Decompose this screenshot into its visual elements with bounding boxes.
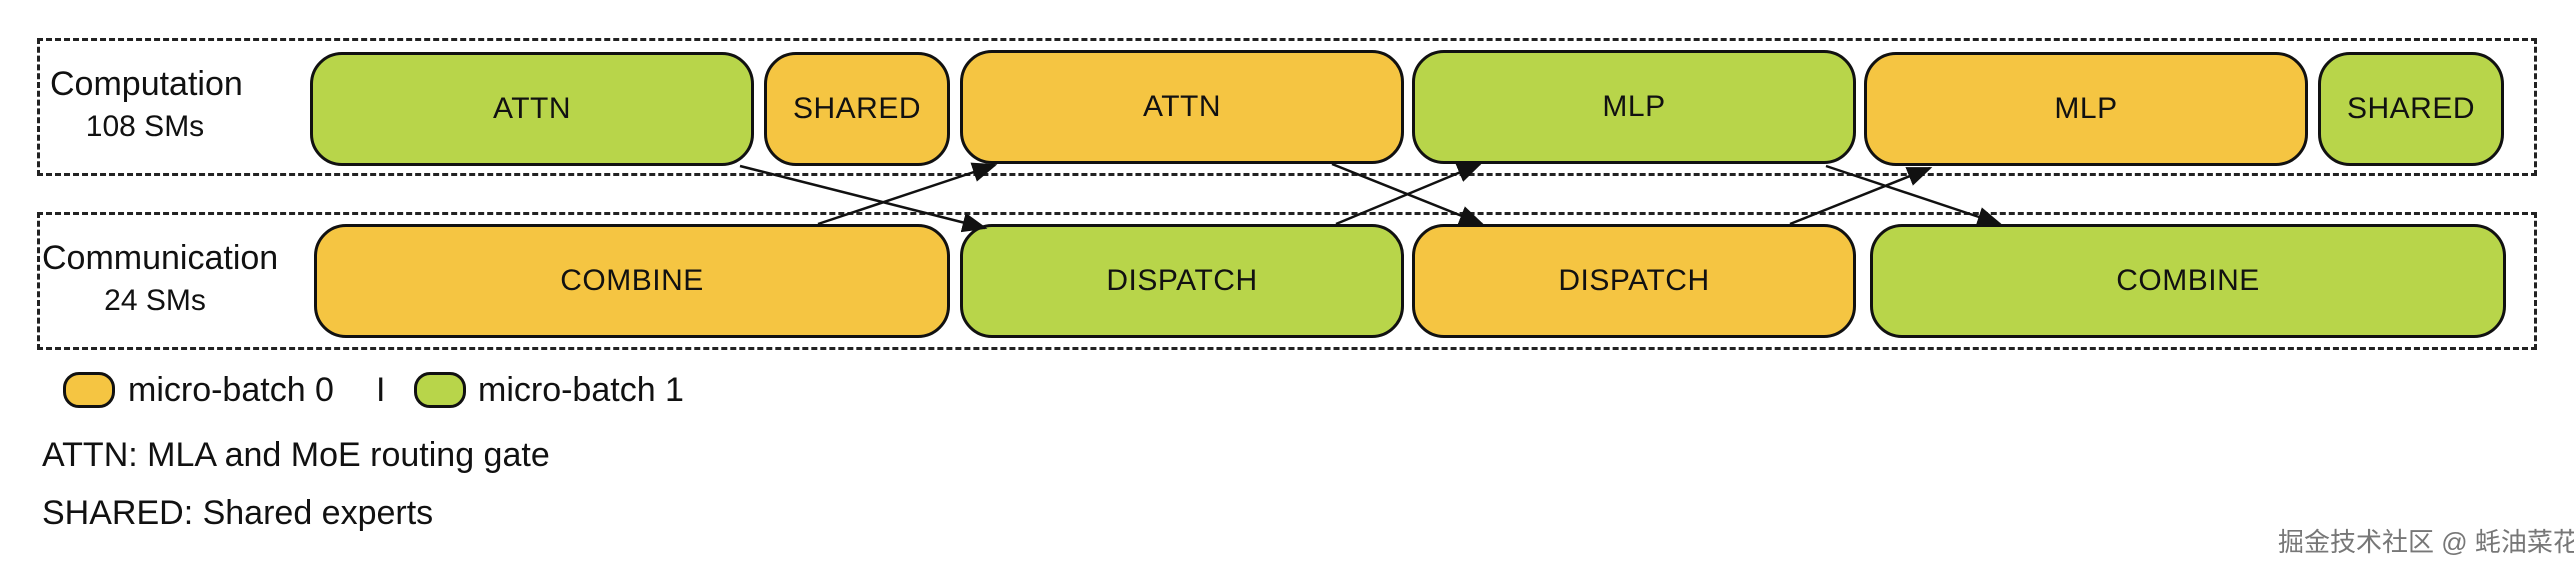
legend-swatch-micro-batch-0	[63, 372, 115, 408]
legend-label-micro-batch-0: micro-batch 0	[128, 371, 334, 409]
legend-swatch-micro-batch-1	[414, 372, 466, 408]
comp-block-attn-mb1: ATTN	[310, 52, 754, 166]
block-label: ATTN	[492, 92, 572, 125]
communication-sm-count: 24 SMs	[104, 284, 206, 317]
computation-sm-count: 108 SMs	[85, 110, 205, 143]
comm-block-dispatch-mb1: DISPATCH	[960, 224, 1404, 338]
block-label: DISPATCH	[1558, 264, 1710, 297]
communication-lane	[37, 212, 2537, 350]
communication-lane-label: Communication 24 SMs	[42, 236, 279, 322]
block-label: ATTN	[1142, 90, 1222, 123]
comp-block-mlp-mb0: MLP	[1864, 52, 2308, 166]
note-attn-definition: ATTN: MLA and MoE routing gate	[42, 436, 550, 474]
comp-block-shared-mb0: SHARED	[764, 52, 950, 166]
block-label: MLP	[2054, 92, 2118, 125]
computation-title: Computation	[50, 65, 243, 103]
comp-block-mlp-mb1: MLP	[1412, 50, 1856, 164]
comm-block-combine-mb1: COMBINE	[1870, 224, 2506, 338]
legend-separator: I	[376, 371, 386, 409]
computation-lane-label: Computation 108 SMs	[50, 62, 243, 148]
comp-block-shared-mb1: SHARED	[2318, 52, 2504, 166]
block-label: COMBINE	[2116, 264, 2260, 297]
computation-lane	[37, 38, 2537, 176]
block-label: DISPATCH	[1106, 264, 1258, 297]
comp-block-attn-mb0: ATTN	[960, 50, 1404, 164]
note-shared-definition: SHARED: Shared experts	[42, 494, 434, 532]
watermark: 掘金技术社区 @ 蚝油菜花	[2278, 527, 2574, 557]
block-label: MLP	[1602, 90, 1666, 123]
comm-block-combine-mb0: COMBINE	[314, 224, 950, 338]
block-label: SHARED	[2346, 92, 2476, 125]
block-label: SHARED	[792, 92, 922, 125]
comm-block-dispatch-mb0: DISPATCH	[1412, 224, 1856, 338]
legend-label-micro-batch-1: micro-batch 1	[478, 371, 684, 409]
communication-title: Communication	[42, 239, 279, 277]
block-label: COMBINE	[560, 264, 704, 297]
